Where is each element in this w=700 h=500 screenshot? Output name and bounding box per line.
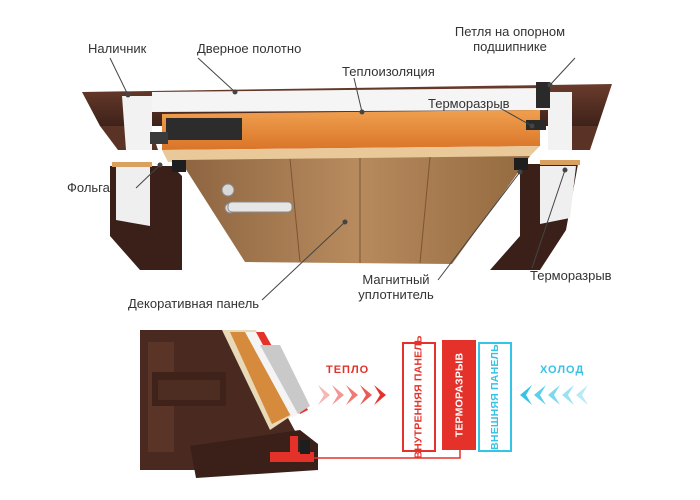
hinge-label-line1: Петля на опорном: [430, 24, 590, 39]
lock-box: [166, 118, 242, 140]
magnetic-seal-line2: уплотнитель: [346, 287, 446, 302]
outer-panel-text: ВНЕШНЯЯ ПАНЕЛЬ: [489, 344, 501, 450]
magnetic-seal-line1: Магнитный: [346, 272, 446, 287]
trim-label: Наличник: [88, 41, 146, 56]
cold-arrows: [520, 385, 588, 405]
warm-arrows: [318, 385, 386, 405]
cold-label: ХОЛОД: [540, 364, 584, 376]
door-leaf-label: Дверное полотно: [197, 41, 301, 56]
warm-label: ТЕПЛО: [326, 364, 369, 376]
thermal-break-text: ТЕРМОРАЗРЫВ: [453, 353, 465, 438]
inner-panel-text: ВНУТРЕННЯЯ ПАНЕЛЬ: [413, 335, 425, 458]
hinge-label-line2: подшипнике: [430, 39, 590, 54]
left-insulation: [122, 96, 152, 150]
decorative-panel-label: Декоративная панель: [128, 296, 259, 311]
hinge-label: Петля на опорном подшипнике: [430, 24, 590, 54]
thermal-break-top-label: Терморазрыв: [428, 96, 510, 111]
foil-label: Фольга: [67, 180, 110, 195]
insulation-label: Теплоизоляция: [342, 64, 435, 79]
inner-panel-box: ВНУТРЕННЯЯ ПАНЕЛЬ: [402, 342, 436, 452]
door-cutaway: [82, 82, 612, 270]
magnetic-seal-label: Магнитный уплотнитель: [346, 272, 446, 302]
outer-panel-box: ВНЕШНЯЯ ПАНЕЛЬ: [478, 342, 512, 452]
thermal-break-bottom-label: Терморазрыв: [530, 268, 612, 283]
thermal-break-box: ТЕРМОРАЗРЫВ: [442, 340, 476, 450]
right-insulation: [548, 92, 572, 150]
